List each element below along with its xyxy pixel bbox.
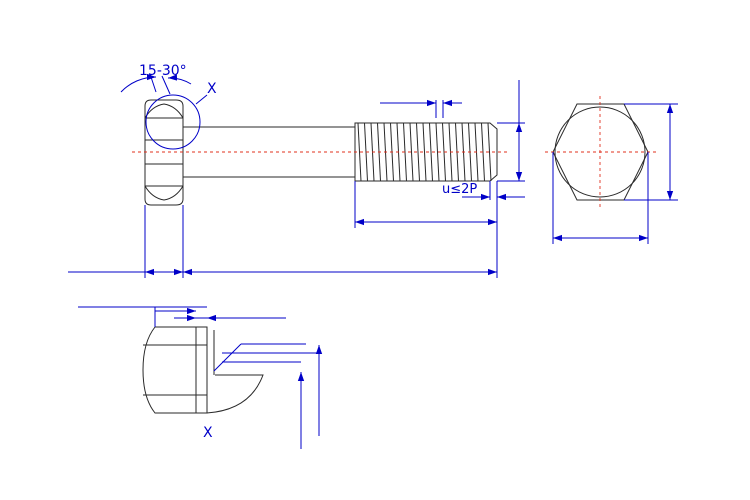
bolt-side-view <box>132 99 508 206</box>
detail-label-bottom: X <box>203 425 213 441</box>
thread-crest-line <box>422 122 427 182</box>
detail-x-view: X <box>78 306 323 449</box>
detail-label-top: X <box>207 81 217 97</box>
bolt-shank <box>183 126 355 178</box>
thread-crest-line <box>409 122 414 182</box>
thread-crest-line <box>435 122 440 182</box>
bearing-circle <box>554 106 646 198</box>
angle-annotation: 15-30° <box>120 63 192 95</box>
thread-crest-line <box>429 122 433 182</box>
thread-crest-line <box>403 122 407 182</box>
runout-label: u≤2P <box>442 182 477 197</box>
hex-end-view <box>545 96 678 244</box>
detail-circle <box>145 94 201 150</box>
angle-label: 15-30° <box>139 63 187 79</box>
thread-crest-line <box>416 122 420 182</box>
thread-crest-line <box>481 122 485 182</box>
detail-leader <box>195 94 208 105</box>
thread-crest-line <box>487 122 492 182</box>
bolt-head <box>144 99 184 206</box>
runout-dim: u≤2P <box>442 181 525 201</box>
thread-crest-line <box>357 122 362 182</box>
